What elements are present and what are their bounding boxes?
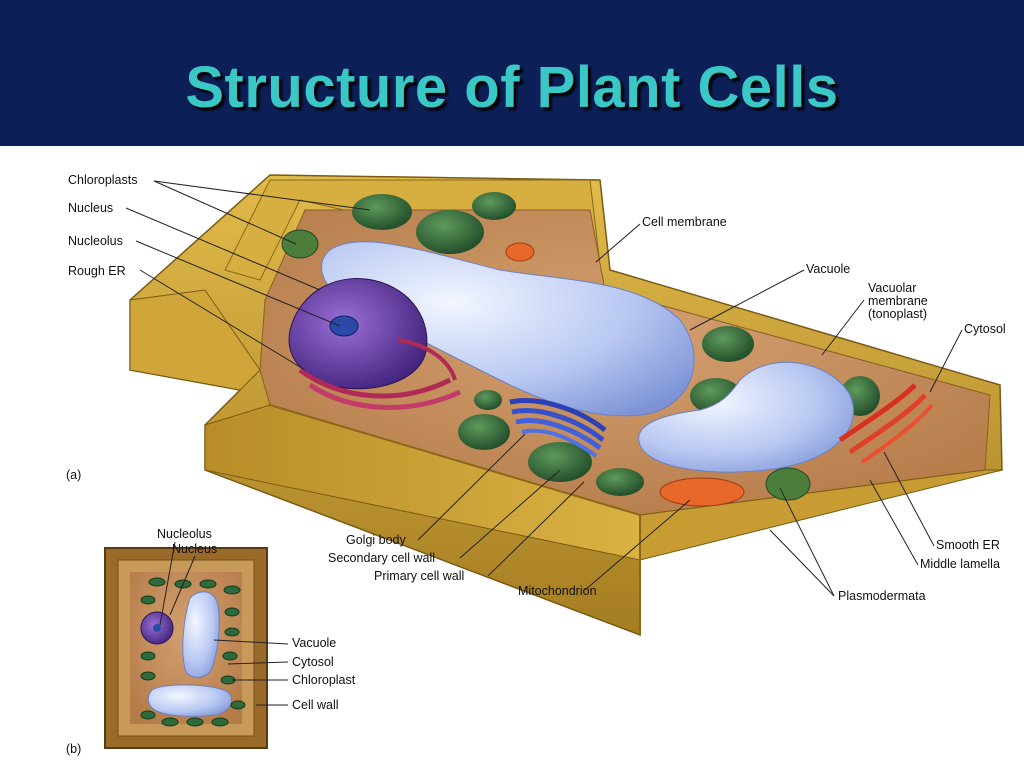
label-b-chloroplast: Chloroplast <box>292 673 356 687</box>
panel-b-leader-lines <box>159 541 289 706</box>
label-b-cell-wall: Cell wall <box>292 698 339 712</box>
label-vacuolar-membrane-line1: Vacuolar <box>868 281 917 295</box>
label-mitochondrion: Mitochondrion <box>518 584 597 598</box>
panel-a-vacuole-lobe <box>638 361 854 473</box>
label-cell-membrane: Cell membrane <box>642 215 727 229</box>
label-smooth-er: Smooth ER <box>936 538 1000 552</box>
title-bar <box>0 0 1024 146</box>
panel-a-nucleus <box>288 278 462 410</box>
panel-b-chloroplasts <box>140 577 246 727</box>
label-plasmodermata: Plasmodermata <box>838 589 926 603</box>
panel-a-leader-lines <box>125 180 963 597</box>
label-vacuolar-membrane-line3: (tonoplast) <box>868 307 928 321</box>
page-title: Structure of Plant Cells <box>185 55 839 120</box>
panel-a-mitochondrion-2 <box>505 242 535 262</box>
label-nucleus: Nucleus <box>68 201 114 215</box>
label-b-nucleus: Nucleus <box>172 542 218 556</box>
panel-a-letter: (a) <box>66 468 82 482</box>
label-golgi-body: Golgi body <box>346 533 406 547</box>
label-vacuolar-membrane-line2: membrane <box>868 294 928 308</box>
label-cytosol: Cytosol <box>964 322 1006 336</box>
panel-b-letter: (b) <box>66 742 82 756</box>
label-middle-lamella: Middle lamella <box>920 557 1000 571</box>
label-vacuole: Vacuole <box>806 262 851 276</box>
label-secondary-cell-wall: Secondary cell wall <box>328 551 435 565</box>
label-nucleolus: Nucleolus <box>68 234 123 248</box>
label-b-nucleolus: Nucleolus <box>157 527 212 541</box>
label-chloroplasts: Chloroplasts <box>68 173 138 187</box>
label-primary-cell-wall: Primary cell wall <box>374 569 465 583</box>
label-rough-er: Rough ER <box>68 264 126 278</box>
panel-a-smooth-er <box>838 383 934 464</box>
label-b-cytosol: Cytosol <box>292 655 334 669</box>
panel-a-mitochondrion <box>659 477 745 507</box>
label-b-vacuole: Vacuole <box>292 636 337 650</box>
plant-cell-diagram <box>104 174 1003 749</box>
panel-a-golgi <box>509 398 607 458</box>
panel-a-chloroplasts <box>281 192 880 501</box>
